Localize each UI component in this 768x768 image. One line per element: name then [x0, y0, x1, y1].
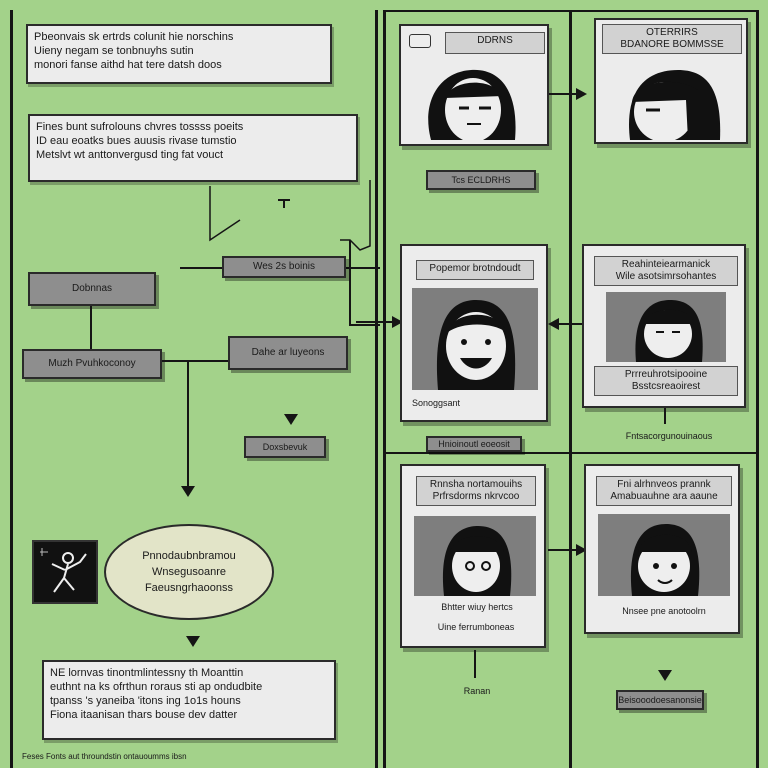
panel-1-caption: DDRNS [445, 32, 545, 54]
row-divider-mid [383, 452, 569, 454]
panel-2: OTERRIRS BDANORE BOMMSSE [594, 18, 748, 144]
panel-1-portrait [411, 62, 539, 140]
panel-4-caption-2: Prrreuhrotsipooine Bsstcsreaoirest [594, 366, 738, 396]
panel-6-caption: Fni alrhnveos prannk Amabuauhne ara aaun… [596, 476, 732, 506]
label-left: Dobnnas [28, 272, 156, 306]
panel-4-label: Fntsacorgunouinaous [625, 431, 713, 441]
panel-5-portrait [414, 516, 536, 596]
panel-5-bottom: Bhtter wiuy hertcs [441, 602, 513, 612]
panel-1-small-icon [409, 34, 431, 48]
panel-1: DDRNS [399, 24, 549, 146]
down-arrow-1 [181, 486, 195, 497]
panel-5: Rnnsha nortamouihs Prfrsdorms nkrvcoo Bh… [400, 464, 546, 648]
panel-5-caption: Rnnsha nortamouihs Prfrsdorms nkrvcoo [416, 476, 536, 506]
top-note: Pbeonvais sk ertrds colunit hie norschin… [26, 24, 332, 84]
panel-6-bottom: Nnsee pne anotoolrn [622, 606, 706, 616]
panel-6-portrait [598, 514, 730, 596]
row-divider-right [569, 452, 759, 454]
divider-right [569, 10, 572, 768]
footer-text: Feses Fonts aut throundstin ontauoumms i… [22, 752, 187, 761]
decision-ellipse: Pnnodaubnbramou Wnsegusoanre Faeusngrhao… [104, 524, 274, 620]
label-small: Doxsbevuk [244, 436, 326, 458]
arrow-p1-p2 [576, 88, 587, 100]
panel-4-caption: Reahinteiearmanick Wile asotsimrsohantes [594, 256, 738, 286]
dancer-figure-icon [32, 540, 98, 604]
divider-left [375, 10, 378, 768]
label-center: Wes 2s boinis [222, 256, 346, 278]
middle-note: Fines bunt sufrolouns chvres tossss poei… [28, 114, 358, 182]
bottom-note: NE lornvas tinontmlintessny th Moanttin … [42, 660, 336, 740]
left-edge [10, 10, 13, 768]
panel-4: Reahinteiearmanick Wile asotsimrsohantes… [582, 244, 746, 408]
panel-3-bottom: Sonoggsant [412, 398, 461, 408]
arrow-p5-p6 [576, 544, 587, 556]
label-left-2: Muzh Pvuhkoconoy [22, 349, 162, 379]
panel-3-portrait [412, 288, 538, 390]
panel-3-caption: Popemor brotndoudt [416, 260, 534, 280]
down-arrow-3 [186, 636, 200, 647]
connector-sketch [180, 180, 380, 326]
right-edge [756, 10, 759, 768]
panel-4-down [664, 408, 666, 424]
down-line [187, 360, 189, 486]
arrow-p4-p3 [548, 318, 559, 330]
arrow-p1-p2-line [549, 93, 577, 95]
arrow-to-p3 [392, 316, 403, 328]
top-border-right [569, 10, 759, 12]
label-center-2: Dahe ar luyeons [228, 336, 348, 370]
down-arrow-2 [284, 414, 298, 425]
panel-5-down [474, 650, 476, 678]
label-2-connector [162, 360, 228, 362]
arrow-p3-p4-line [558, 323, 588, 325]
panel-6-label: Beisooodoesanonsie [616, 690, 704, 710]
arrow-p5-p6-line [548, 549, 578, 551]
panel-6-down-arrow [658, 670, 672, 681]
divider-mid-a [383, 10, 386, 768]
label-left-connector [90, 306, 92, 350]
panel-2-caption: OTERRIRS BDANORE BOMMSSE [602, 24, 742, 54]
panel-4-portrait [606, 292, 726, 362]
panel-3-label: Hnioinoutl eoeosit [426, 436, 522, 452]
top-border-mid [383, 10, 569, 12]
panel-5-bottom-2: Uine ferrumboneas [437, 622, 515, 632]
panel-2-portrait [602, 60, 742, 140]
panel-6: Fni alrhnveos prannk Amabuauhne ara aaun… [584, 464, 740, 634]
panel-3: Popemor brotndoudt Sonoggsant [400, 244, 548, 422]
panel-1-label: Tcs ECLDRHS [426, 170, 536, 190]
panel-5-label: Ranan [463, 686, 491, 696]
arrow-to-p3-line [356, 321, 394, 323]
